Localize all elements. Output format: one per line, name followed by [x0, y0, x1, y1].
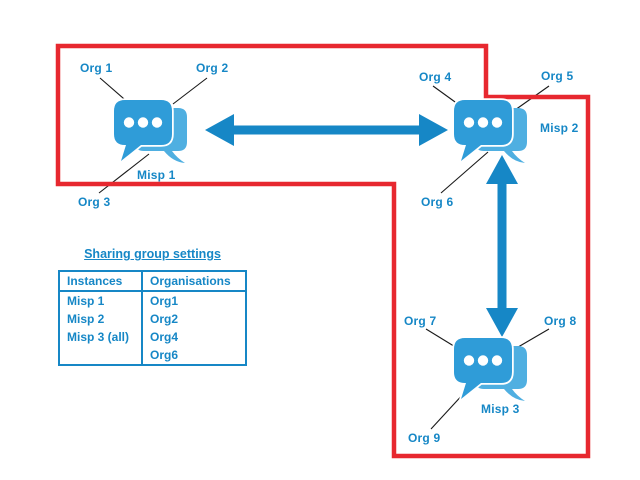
instance-label-misp2: Misp 2 [540, 121, 579, 135]
arrow-head-right [419, 114, 448, 146]
dot [477, 117, 489, 128]
chat-bubbles-icon-misp2 [452, 98, 527, 166]
sharing-group-table: Instances Misp 1 Misp 2 Misp 3 (all) Org… [58, 270, 247, 366]
connector-org3 [98, 153, 150, 194]
dot [123, 117, 135, 128]
connector-org6 [440, 151, 489, 194]
instance-label-misp1: Misp 1 [137, 168, 176, 182]
instance-label-misp3: Misp 3 [481, 402, 520, 416]
sharing-group-title: Sharing group settings [84, 247, 221, 261]
org-label-4: Org 4 [419, 70, 452, 84]
arrow-misp2-misp3 [486, 155, 518, 337]
chat-bubbles-icon-misp1 [112, 98, 187, 166]
instances-column: Instances Misp 1 Misp 2 Misp 3 (all) [60, 272, 143, 364]
org-label-5: Org 5 [541, 69, 574, 83]
column-header-instances: Instances [60, 272, 141, 292]
instance-cell-1: Misp 1 [67, 294, 105, 308]
front-bubble [112, 98, 174, 166]
dot [463, 117, 475, 128]
organisation-cell-3: Org4 [150, 330, 179, 344]
dot [137, 117, 149, 128]
arrow-shaft [497, 180, 507, 312]
org-label-1: Org 1 [80, 61, 113, 75]
arrow-misp1-misp2 [205, 114, 448, 146]
connector-org7 [425, 328, 458, 349]
arrow-head-left [205, 114, 234, 146]
org-label-2: Org 2 [196, 61, 229, 75]
sharing-group-boundary [55, 43, 591, 459]
dot [491, 355, 503, 366]
instance-cell-2: Misp 2 [67, 312, 105, 326]
organisation-cell-4: Org6 [150, 348, 179, 362]
org-label-9: Org 9 [408, 431, 441, 445]
instance-cell-4 [60, 346, 141, 364]
org-label-8: Org 8 [544, 314, 577, 328]
org-label-6: Org 6 [421, 195, 454, 209]
front-bubble [452, 98, 514, 166]
organisation-cell-2: Org2 [150, 312, 179, 326]
dot [463, 355, 475, 366]
connector-org2 [172, 77, 208, 105]
organisation-cell-1: Org1 [150, 294, 179, 308]
dot [477, 355, 489, 366]
front-bubble [452, 336, 514, 404]
arrow-head-up [486, 155, 518, 184]
dot [491, 117, 503, 128]
org-label-3: Org 3 [78, 195, 111, 209]
arrow-shaft [228, 125, 425, 135]
org-label-7: Org 7 [404, 314, 437, 328]
arrow-head-down [486, 308, 518, 337]
organisations-column: Organisations Org1 Org2 Org4 Org6 [143, 272, 245, 364]
column-header-organisations: Organisations [143, 272, 245, 292]
dot [151, 117, 163, 128]
chat-bubbles-icon-misp3 [452, 336, 527, 404]
instance-cell-3: Misp 3 (all) [67, 330, 130, 344]
